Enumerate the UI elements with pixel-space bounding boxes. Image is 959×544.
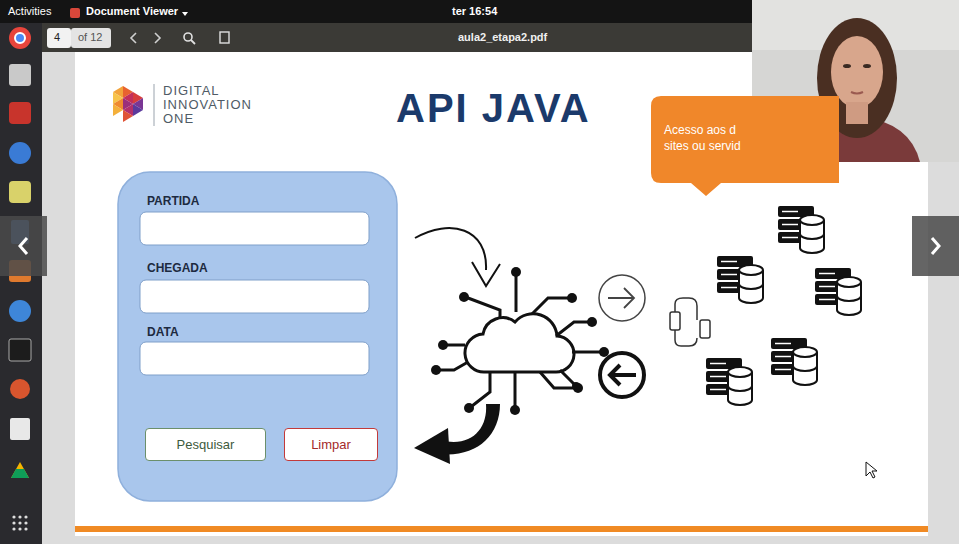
page-count-field [71, 28, 111, 48]
button-label: Limpar [311, 437, 351, 452]
server-stack [717, 256, 763, 303]
editor-icon [9, 102, 31, 124]
circuit-dots [431, 267, 609, 415]
field-label: DATA [147, 325, 179, 339]
file-name: aula2_etapa2.pdf [458, 31, 547, 43]
chrome-icon-center [15, 33, 25, 43]
page-count: of 12 [78, 31, 102, 43]
server-stack [815, 268, 861, 315]
clock: ter 16:54 [452, 5, 497, 17]
next-icon [155, 33, 160, 43]
app-icon [70, 8, 80, 18]
clear-button: Limpar [284, 428, 378, 461]
dock [0, 23, 42, 544]
drive-icon [11, 462, 29, 478]
next-chevron [932, 238, 939, 254]
files-icon [9, 64, 31, 86]
prev-icon [131, 33, 136, 43]
activities-menu: Activities [8, 5, 51, 17]
cloud-illustration [440, 274, 600, 406]
curved-arrow-out-head [414, 428, 450, 464]
receive-arrow [610, 365, 636, 385]
send-arrow [608, 288, 634, 308]
dropdown-arrow [182, 12, 188, 16]
text-input [140, 280, 369, 313]
callout-bubble: Acesso aos d sites ou servid [651, 96, 747, 196]
terminal-icon [9, 339, 31, 361]
apps-grid [12, 515, 27, 530]
curved-arrow-in-head [472, 262, 500, 286]
button-label: Pesquisar [177, 437, 235, 452]
field-label: PARTIDA [147, 194, 199, 208]
logo-mosaic [113, 86, 143, 122]
sidebar-icon [220, 32, 229, 43]
settings-icon [10, 379, 30, 399]
search-button: Pesquisar [145, 428, 266, 461]
disk-icon [9, 181, 31, 203]
search-icon [184, 33, 192, 41]
servers-illustration [706, 206, 861, 405]
search-icon-handle [191, 40, 195, 44]
form-panel: PARTIDA CHEGADA DATA Pesquisar Limpar [117, 171, 398, 502]
curved-arrow-in [415, 228, 486, 270]
text-icon [10, 418, 30, 440]
cable-plug [670, 298, 710, 346]
text-input [140, 342, 369, 375]
prev-chevron [20, 238, 27, 254]
help-icon [9, 300, 31, 322]
mouse-cursor [866, 462, 877, 478]
drive-icon-part [11, 469, 29, 478]
slide-stripe [75, 526, 928, 532]
server-stack [771, 338, 817, 385]
page-number: 4 [54, 31, 60, 43]
prev-page-button [0, 216, 47, 276]
app-menu: Document Viewer [86, 5, 178, 17]
slide-title: API JAVA [396, 86, 591, 131]
receive-arrow-circle [600, 353, 644, 397]
send-arrow-circle [599, 275, 645, 321]
logo-text: DIGITAL INNOVATION ONE [163, 84, 252, 126]
page-field [47, 28, 71, 48]
callout-text: Acesso aos d sites ou servid [664, 122, 750, 154]
server-stack [778, 206, 824, 253]
chrome-icon [9, 27, 31, 49]
field-label: CHEGADA [147, 261, 208, 275]
mail-icon [9, 142, 31, 164]
logo-divider [154, 84, 155, 126]
next-page-button [912, 216, 959, 276]
slide-page [75, 52, 928, 536]
text-input [140, 212, 369, 245]
server-stack [706, 358, 752, 405]
